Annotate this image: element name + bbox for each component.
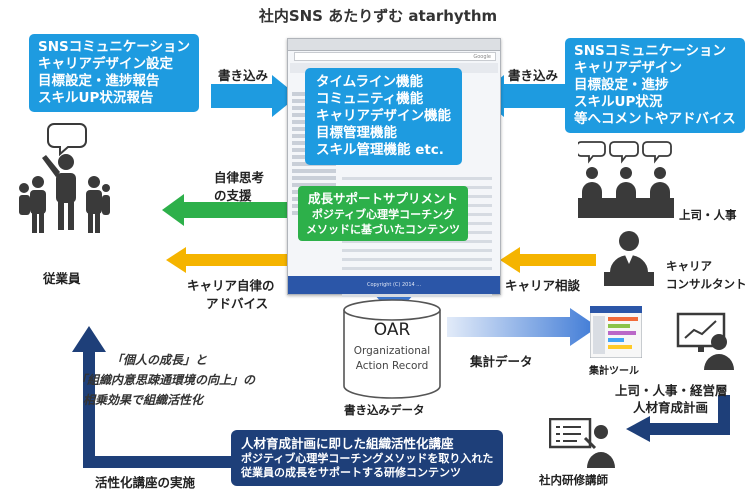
actor-tool: 集計ツール [589,366,639,377]
manager-monitor-icon [676,312,734,370]
label-autonomy-1: 自律思考 [214,170,265,185]
oar-line-1: Organizational [353,345,431,357]
actor-career-2: コンサルタント [666,277,747,291]
arrow-aggregate [447,308,598,346]
label-career-advice-1: キャリア自律の [187,278,275,293]
oar-line-2: Action Record [355,360,429,372]
label-aggregate-data: 集計データ [470,354,533,369]
aggregation-tool-icon [590,306,642,358]
label-write-right: 書き込み [508,68,559,83]
actor-boss-hr: 上司・人事 [679,208,737,222]
actor-managers: 上司・人事・経営層 [615,383,728,398]
oar-database: OAR Organizational Action Record [341,298,443,400]
bosses-icon [578,141,674,218]
arrow-autonomy [162,194,292,226]
database-cylinder-icon [343,299,441,399]
right-sns-box: SNSコミュニケーション キャリアデザイン 目標設定・進捗 スキルUP状況 等へ… [565,38,745,133]
growth-supplement-box: 成長サポートサプリメント ポジティブ心理学コーチング メソッドに基づいたコンテン… [298,186,468,241]
arrow-training-plan [626,395,730,442]
label-training-plan: 人材育成計画 [633,400,709,415]
consultant-icon [604,231,654,286]
trainer-icon [549,418,615,468]
oar-name: OAR [373,320,411,340]
screen-footer: Copyright (C) 2014 ... [288,276,500,294]
actor-career-1: キャリア [666,259,712,273]
arrow-career-consult [500,247,596,273]
label-write-data: 書き込みデータ [344,403,425,417]
feature-box: タイムライン機能 コミュニティ機能 キャリアデザイン機能 目標管理機能 スキル管… [305,68,462,165]
synergy-text: 「個人の成長」と 「組織内意思疎通環境の向上」の 相乗効果で組織活性化 [75,353,256,407]
actor-trainer: 社内研修講師 [539,473,608,487]
diagram-title: 社内SNS あたりずむ atarhythm [258,7,498,25]
arrow-training-impl [72,326,245,468]
training-course-box: 人材育成計画に即した組織活性化講座 ポジティブ心理学コーチングメソッドを取り入れ… [231,430,504,486]
employees-icon [19,123,110,233]
label-career-advice-2: アドバイス [206,296,269,311]
label-career-consult: キャリア相談 [505,278,581,293]
left-sns-box: SNSコミュニケーション キャリアデザイン設定 目標設定・進捗報告 スキルUP状… [29,34,199,112]
actor-employee: 従業員 [43,271,81,286]
label-autonomy-2: の支援 [214,188,252,203]
label-write-left: 書き込み [218,68,269,83]
arrow-career-advice [166,247,287,273]
arrow-write-left [211,75,298,117]
label-training-impl: 活性化講座の実施 [95,475,196,490]
search-label: Google [473,54,491,60]
